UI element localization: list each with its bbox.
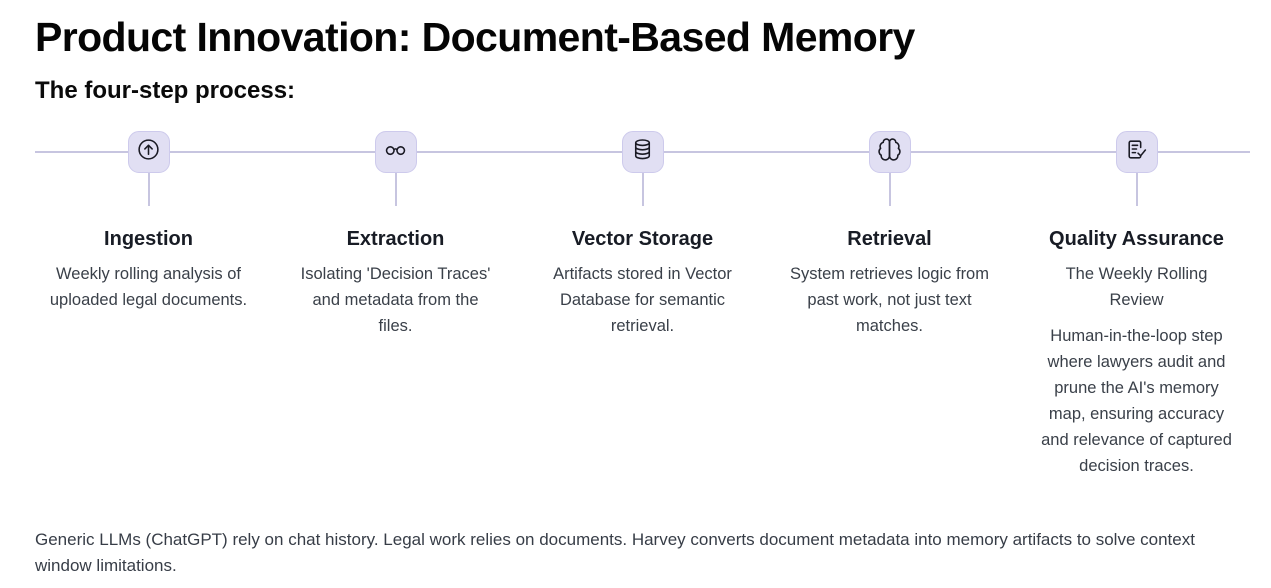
glasses-icon <box>383 137 408 167</box>
brain-icon <box>877 137 902 167</box>
step-description: The Weekly Rolling Review <box>1065 265 1208 309</box>
step-vector-storage: Vector Storage Artifacts stored in Vecto… <box>519 131 766 479</box>
step-description: Isolating 'Decision Traces' and metadata… <box>300 265 491 335</box>
step-quality-assurance: Quality Assurance The Weekly Rolling Rev… <box>1013 131 1260 479</box>
icon-box <box>1115 131 1158 173</box>
icon-box <box>374 131 417 173</box>
step-title: Extraction <box>346 228 445 250</box>
icon-box <box>127 131 170 173</box>
step-title: Quality Assurance <box>1049 228 1224 250</box>
timeline-connector <box>641 173 644 206</box>
memo-check-icon <box>1124 137 1149 167</box>
database-icon <box>630 137 655 167</box>
icon-box <box>621 131 664 173</box>
step-description: System retrieves logic from past work, n… <box>790 265 989 335</box>
step-ingestion: Ingestion Weekly rolling analysis of upl… <box>25 131 272 479</box>
page-subtitle: The four-step process: <box>35 77 296 104</box>
timeline-connector <box>888 173 891 206</box>
timeline-connector <box>147 173 150 206</box>
step-extraction: Extraction Isolating 'Decision Traces' a… <box>272 131 519 479</box>
timeline-connector <box>1135 173 1138 206</box>
step-description: Weekly rolling analysis of uploaded lega… <box>49 265 248 309</box>
step-title: Ingestion <box>104 228 193 250</box>
process-timeline: Ingestion Weekly rolling analysis of upl… <box>0 131 1271 479</box>
page-title: Product Innovation: Document-Based Memor… <box>35 14 915 60</box>
step-description: Artifacts stored in Vector Database for … <box>553 265 732 335</box>
timeline-steps: Ingestion Weekly rolling analysis of upl… <box>0 131 1271 479</box>
upload-arrow-circle-icon <box>136 137 161 167</box>
step-title: Vector Storage <box>571 228 714 250</box>
step-title: Retrieval <box>847 228 932 250</box>
step-description-secondary: Human-in-the-loop step where lawyers aud… <box>1041 327 1232 475</box>
footer-note: Generic LLMs (ChatGPT) rely on chat hist… <box>35 530 1195 575</box>
step-retrieval: Retrieval System retrieves logic from pa… <box>766 131 1013 479</box>
icon-box <box>868 131 911 173</box>
timeline-connector <box>394 173 397 206</box>
